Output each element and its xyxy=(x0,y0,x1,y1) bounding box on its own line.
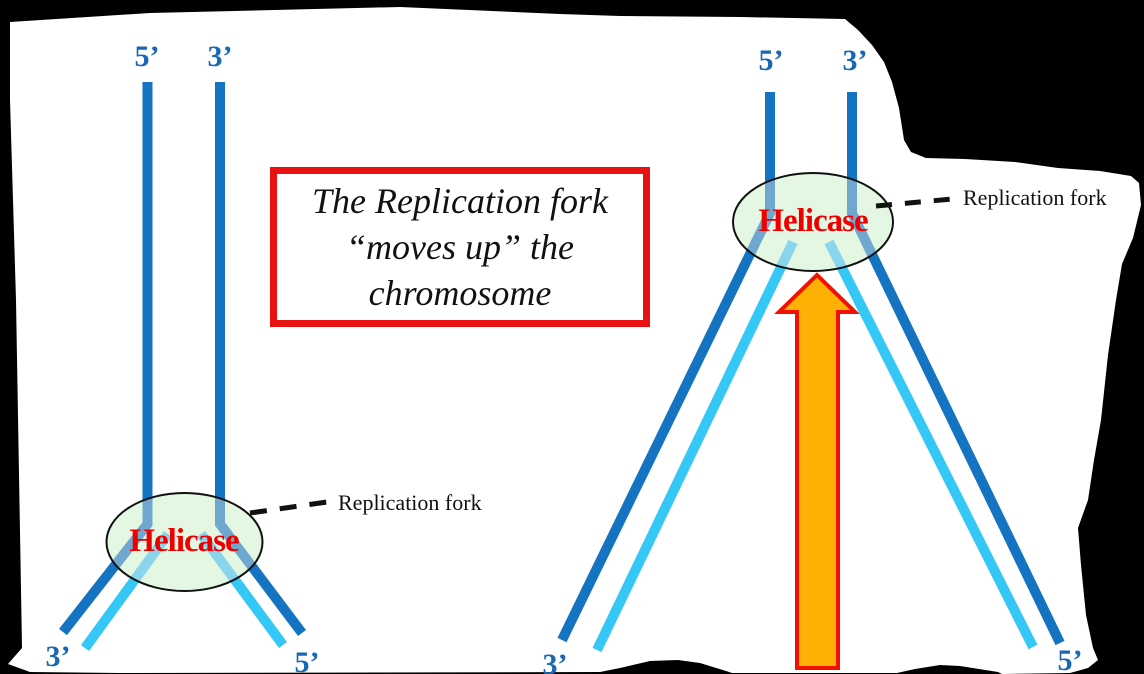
left-muted-new-strand-left xyxy=(106,531,173,591)
right-top-3prime-label: 3’ xyxy=(842,44,868,77)
right-strands-inside-helicase xyxy=(733,173,893,271)
caption-box: The Replication fork “moves up” the chro… xyxy=(270,167,650,327)
right-bottom-5prime-label: 5’ xyxy=(1057,644,1083,674)
left-top-3prime-label: 3’ xyxy=(207,40,233,73)
helicase-ellipse-right-outline xyxy=(732,172,894,272)
up-arrow xyxy=(774,272,860,670)
left-muted-strand-right xyxy=(215,493,263,591)
caption-line-3: chromosome xyxy=(368,273,552,313)
left-annotation-dashed-line xyxy=(249,498,335,516)
left-helicase-label: Helicase xyxy=(129,523,239,559)
right-helicase-label: Helicase xyxy=(758,203,868,239)
right-top-5prime-label: 5’ xyxy=(758,44,784,77)
right-muted-strand-right xyxy=(847,173,893,271)
helicase-ellipse-left-outline xyxy=(105,492,264,592)
left-top-5prime-label: 5’ xyxy=(134,40,160,73)
right-annotation-dashed-line xyxy=(875,196,953,209)
caption-line-1: The Replication fork xyxy=(312,181,608,221)
left-muted-strand-left xyxy=(106,493,153,591)
right-replication-fork-label: Replication fork xyxy=(963,185,1107,210)
right-bottom-3prime-label: 3’ xyxy=(542,648,568,674)
left-replication-fork-label: Replication fork xyxy=(338,490,482,515)
right-new-strand-right xyxy=(824,239,1038,650)
right-new-strand-left xyxy=(592,239,798,653)
right-muted-strand-left xyxy=(733,173,775,271)
left-bottom-3prime-label: 3’ xyxy=(45,640,71,673)
caption-line-2: “moves up” the xyxy=(346,227,574,267)
left-bottom-5prime-label: 5’ xyxy=(294,646,320,674)
